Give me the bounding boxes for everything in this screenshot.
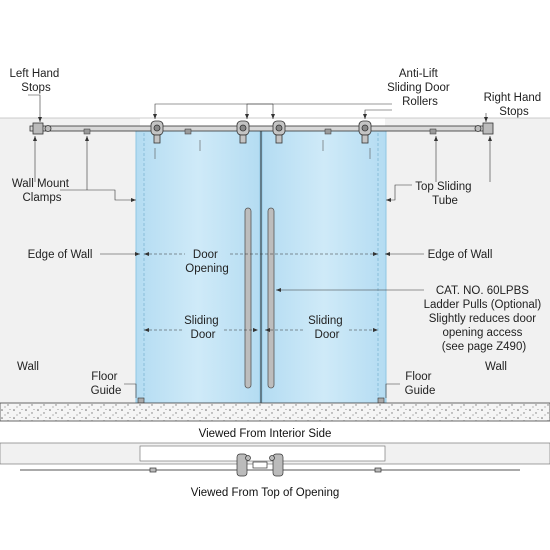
anti-lift-rollers <box>150 120 372 144</box>
wall-right <box>385 118 550 403</box>
label-sliding-door-left: Sliding Door <box>184 315 222 341</box>
glass-door-left <box>135 128 261 404</box>
top-view-hardware <box>20 453 520 477</box>
label-wall-mount-clamps: Wall Mount Clamps <box>12 178 72 204</box>
label-left-hand-stops: Left Hand Stops <box>9 68 62 94</box>
label-right-hand-stops: Right Hand Stops <box>484 92 545 118</box>
label-floor-guide-right: Floor Guide <box>405 371 436 397</box>
caption-top-view: Viewed From Top of Opening <box>191 487 340 499</box>
ladder-pulls <box>244 207 275 389</box>
label-ladder-pulls: CAT. NO. 60LPBS Ladder Pulls (Optional) … <box>424 285 545 353</box>
top-sliding-tube <box>29 125 491 132</box>
caption-interior-view: Viewed From Interior Side <box>199 428 332 440</box>
glass-door-right <box>261 128 387 404</box>
wall-mount-clamps <box>83 128 437 135</box>
right-hand-stop <box>474 122 494 135</box>
label-wall-left: Wall <box>17 361 39 373</box>
label-wall-right: Wall <box>485 361 507 373</box>
top-view-opening <box>139 445 386 462</box>
label-sliding-door-right: Sliding Door <box>308 315 346 341</box>
wall-left <box>0 118 140 403</box>
left-hand-stop <box>32 122 52 135</box>
label-edge-of-wall-right: Edge of Wall <box>428 249 493 261</box>
label-floor-guide-left: Floor Guide <box>91 371 122 397</box>
label-door-opening: Door Opening <box>185 249 228 275</box>
label-anti-lift-rollers: Anti-Lift Sliding Door Rollers <box>387 68 453 108</box>
label-edge-of-wall-left: Edge of Wall <box>28 249 93 261</box>
label-top-sliding-tube: Top Sliding Tube <box>415 181 474 207</box>
arrowheads <box>33 114 492 332</box>
